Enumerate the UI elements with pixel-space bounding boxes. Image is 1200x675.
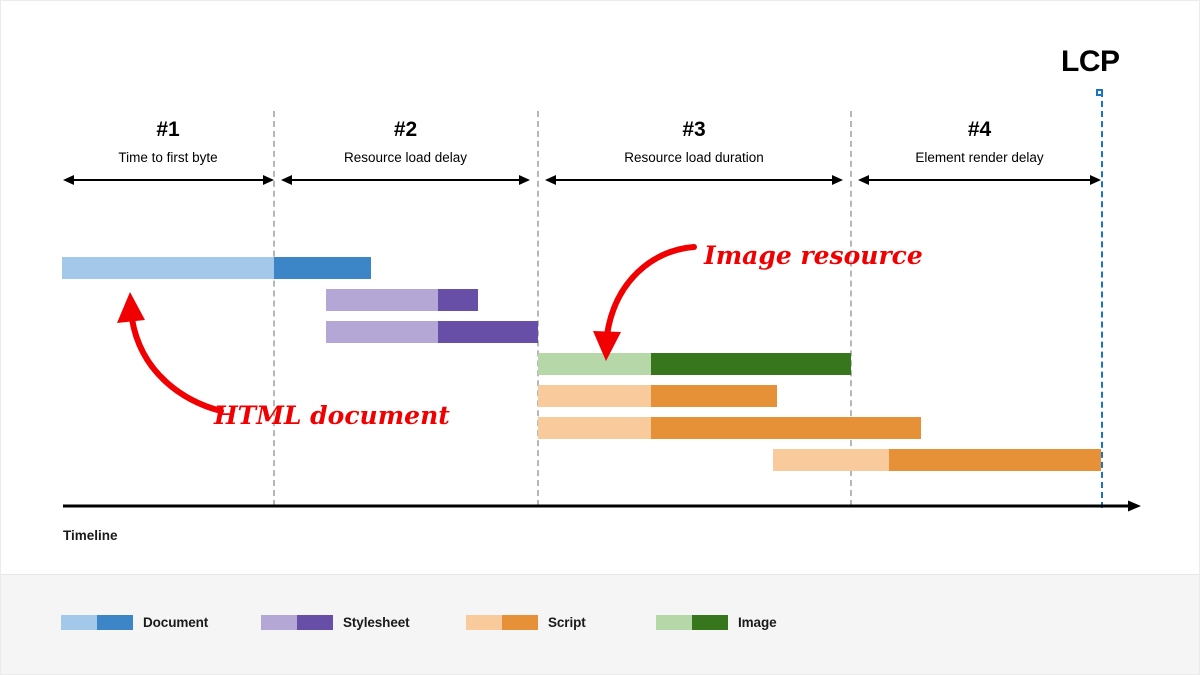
swatch-light [261, 615, 297, 630]
phase-1-name: Time to first byte [118, 150, 218, 165]
html-document-annotation-arrow [117, 292, 224, 414]
bar-segment-download [438, 289, 478, 311]
legend-label-stylesheet: Stylesheet [343, 615, 410, 630]
lcp-dashed-line [1101, 91, 1103, 508]
phase-3: #3 Resource load duration [545, 119, 843, 165]
bar-segment-delay [538, 417, 651, 439]
legend-item-document: Document [61, 615, 261, 630]
phase-4-span-arrow [858, 175, 1101, 185]
phase-1-number: #1 [156, 118, 180, 141]
phase-2-span-arrow [281, 175, 530, 185]
phase-2-number: #2 [393, 118, 418, 141]
phase-4: #4 Element render delay [858, 119, 1101, 165]
bar-segment-download [438, 321, 538, 343]
legend-item-image: Image [656, 615, 777, 630]
swatch-light [466, 615, 502, 630]
image-resource-annotation-arrow [593, 244, 697, 361]
legend-swatch-image [656, 615, 728, 630]
bar-segment-delay [773, 449, 889, 471]
bar-segment-download [889, 449, 1101, 471]
waterfall-bar-script-3 [773, 449, 1101, 471]
phase-2-name: Resource load delay [343, 150, 468, 165]
bar-segment-download [651, 353, 851, 375]
phase-3-number: #3 [682, 118, 706, 141]
bar-segment-download [651, 417, 921, 439]
legend-label-image: Image [738, 615, 777, 630]
phase-4-name: Element render delay [915, 150, 1044, 165]
phase-3-name: Resource load duration [624, 150, 764, 165]
bar-segment-download [274, 257, 371, 279]
waterfall-bar-document [62, 257, 371, 279]
chart-canvas: LCP #1 Time to first byte #2 Resource lo… [1, 1, 1199, 574]
swatch-light [61, 615, 97, 630]
waterfall-bar-script-2 [538, 417, 921, 439]
swatch-light [656, 615, 692, 630]
timeline-axis-label: Timeline [63, 528, 118, 543]
waterfall-bar-stylesheet-2 [326, 321, 538, 343]
waterfall-bar-stylesheet-1 [326, 289, 478, 311]
bar-segment-delay [326, 321, 438, 343]
legend-item-script: Script [466, 615, 656, 630]
phase-divider-3 [850, 111, 852, 506]
legend: Document Stylesheet Script [61, 615, 777, 630]
bar-segment-delay [326, 289, 438, 311]
lcp-label: LCP [1061, 45, 1120, 78]
phase-1-span-arrow [63, 175, 274, 185]
phase-divider-1 [273, 111, 275, 506]
legend-label-document: Document [143, 615, 209, 630]
timeline-axis [63, 500, 1141, 512]
waterfall-bar-script-1 [538, 385, 777, 407]
swatch-dark [692, 615, 728, 630]
legend-swatch-stylesheet [261, 615, 333, 630]
swatch-dark [502, 615, 538, 630]
legend-swatch-script [466, 615, 538, 630]
legend-item-stylesheet: Stylesheet [261, 615, 466, 630]
bar-segment-delay [538, 385, 651, 407]
phase-4-number: #4 [967, 118, 992, 141]
bar-segment-delay [62, 257, 274, 279]
swatch-dark [297, 615, 333, 630]
waterfall-bar-image [538, 353, 851, 375]
legend-label-script: Script [548, 615, 586, 630]
phase-3-span-arrow [545, 175, 843, 185]
bar-segment-download [651, 385, 777, 407]
swatch-dark [97, 615, 133, 630]
bar-segment-delay [538, 353, 651, 375]
phase-1: #1 Time to first byte [63, 119, 273, 165]
legend-footer: Document Stylesheet Script [1, 574, 1199, 674]
html-document-annotation-text: HTML document [214, 401, 450, 430]
image-resource-annotation-text: Image resource [704, 241, 923, 270]
phase-2: #2 Resource load delay [281, 119, 530, 165]
phase-divider-2 [537, 111, 539, 506]
legend-swatch-document [61, 615, 133, 630]
